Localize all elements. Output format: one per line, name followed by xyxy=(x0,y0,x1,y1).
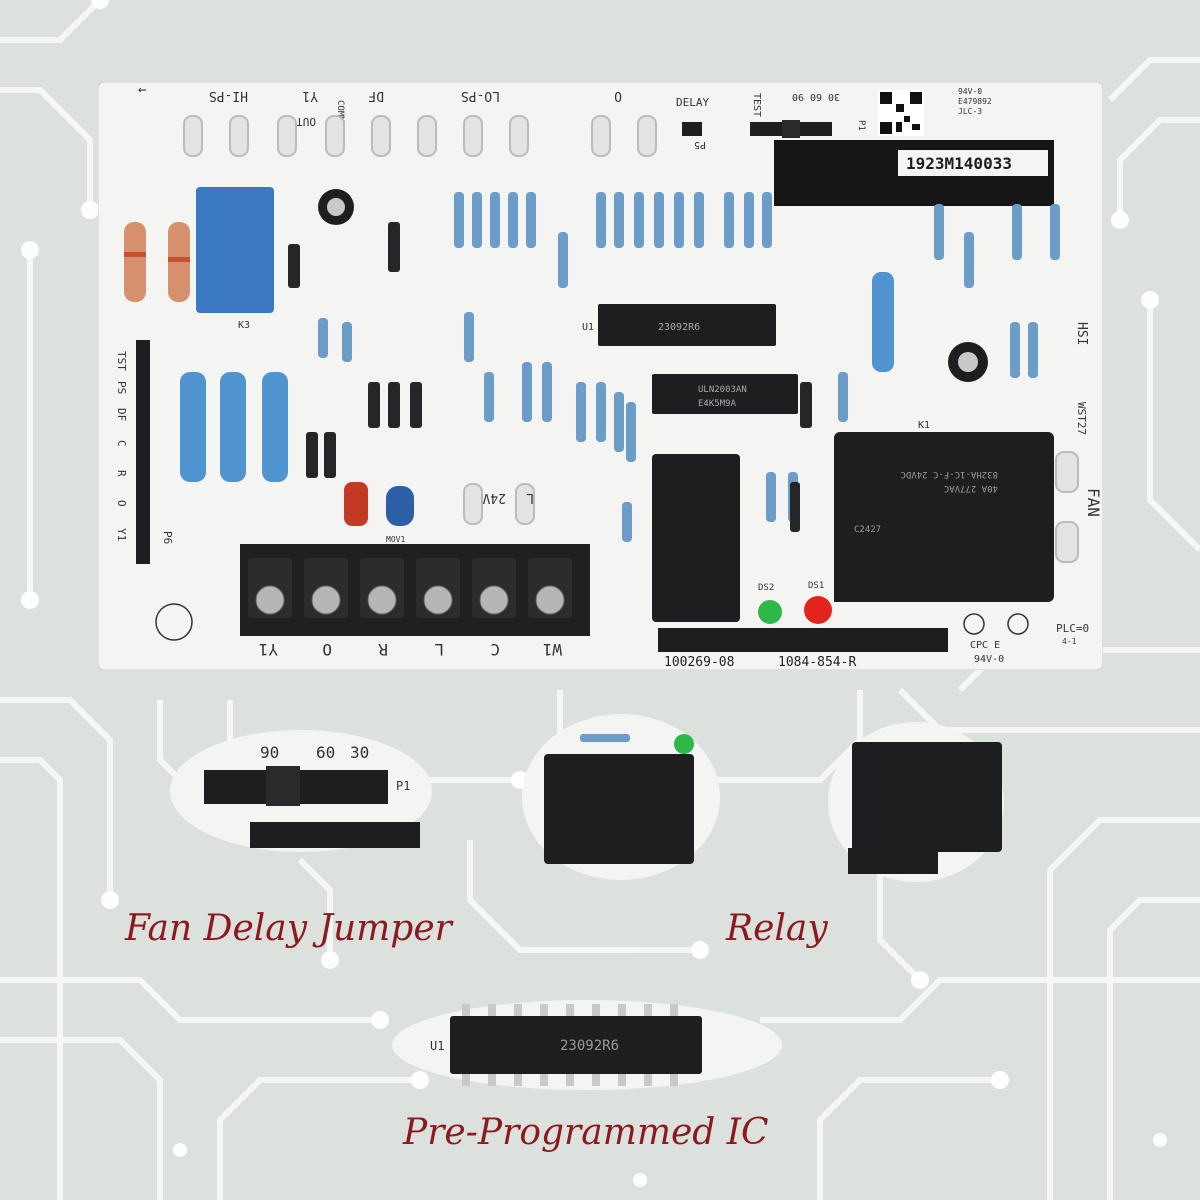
hsi-label: HSI xyxy=(1074,322,1089,345)
screw-label-l: L xyxy=(434,640,444,659)
zoom-relay-k1 xyxy=(828,722,1004,882)
side-pin-c: C xyxy=(115,440,128,447)
caption-fan-delay-jumper: Fan Delay Jumper xyxy=(125,908,452,949)
out-label: OUT xyxy=(296,115,316,128)
serial-number: 1923M140033 xyxy=(906,154,1012,173)
ic-u2-submarking: E4K5M9A xyxy=(698,399,737,409)
relay-k1-label: K1 xyxy=(918,420,930,431)
led-ds1 xyxy=(804,596,832,624)
mounting-holes xyxy=(155,603,1029,641)
jumper-label-60: 60 xyxy=(810,91,822,102)
led-ds2 xyxy=(758,600,782,624)
ic-u2: ULN2003AN E4K5M9A xyxy=(652,374,798,414)
side-pin-o: O xyxy=(115,500,128,507)
part-number: 100269-08 xyxy=(664,655,734,670)
p5-label: P5 xyxy=(694,139,706,150)
p1-label: P1 xyxy=(856,120,866,131)
screw-label-y1: Y1 xyxy=(259,640,278,659)
diodes xyxy=(288,222,812,532)
zoom-ic-u1: 23092R6 U1 xyxy=(392,1000,782,1090)
capacitor-film-red xyxy=(344,482,368,526)
side-pin-tst: TST xyxy=(115,351,128,371)
resistors-power xyxy=(124,222,288,482)
zoom-jumper-label-30: 30 xyxy=(350,743,369,762)
side-pin-r: R xyxy=(115,470,128,477)
cpc-sub: 94V-0 xyxy=(974,654,1004,665)
signal-resistors xyxy=(318,192,1060,542)
fan-label: FAN xyxy=(1084,488,1103,517)
led-label-ds1: DS1 xyxy=(808,581,824,591)
ic-u1: 23092R6 U1 xyxy=(582,304,776,346)
zoom-fan-delay-jumper: 90 60 30 P1 xyxy=(170,730,432,852)
ic-u1-marking: 23092R6 xyxy=(658,322,700,333)
terminal-label-df: DF xyxy=(368,88,384,103)
relay-k1-code: C2427 xyxy=(854,525,881,535)
jumper-label-test: TEST xyxy=(751,93,762,117)
delay-label: DELAY xyxy=(676,96,709,109)
plc-label: PLC=0 xyxy=(1056,622,1089,635)
board-code: 1084-854-R xyxy=(778,655,856,670)
side-pin-ps: PS xyxy=(115,381,128,394)
circuit-board: HI-PS Y1 DF LO-PS O DELAY TEST 90 60 30 … xyxy=(98,82,1103,670)
delay-jumper xyxy=(682,122,702,136)
relay-small xyxy=(652,454,740,622)
zoom-ic-label: U1 xyxy=(430,1039,444,1053)
zoom-jumper-label-90: 90 xyxy=(260,743,279,762)
qr-code xyxy=(878,90,924,136)
cpc-label: CPC E xyxy=(970,640,1000,651)
screw-terminal-block xyxy=(240,544,590,636)
caption-relay: Relay xyxy=(726,908,828,949)
varistor-mov1 xyxy=(386,486,414,526)
relay-k3 xyxy=(196,187,274,313)
relay-k1: 832HA-1C-F-C 24VDC 40A 277VAC C2427 K1 xyxy=(834,420,1054,602)
cert-line-3: JLC-3 xyxy=(958,107,982,116)
terminal-label-o: O xyxy=(614,88,622,103)
screw-label-o: O xyxy=(322,640,332,659)
screw-label-c: C xyxy=(490,640,500,659)
relay-k1-marking: 832HA-1C-F-C 24VDC xyxy=(900,469,998,479)
ic-u1-label: U1 xyxy=(582,322,594,333)
zoom-relay-small xyxy=(522,714,720,880)
caption-pre-programmed-ic: Pre-Programmed IC xyxy=(403,1112,769,1153)
terminal-label-lo-ps: LO-PS xyxy=(461,88,500,103)
ic-u2-marking: ULN2003AN xyxy=(698,385,747,395)
p6-label: P6 xyxy=(161,531,174,544)
arrow-mark: ← xyxy=(138,82,146,98)
side-pin-df: DF xyxy=(115,408,128,421)
jumper-label-90: 90 xyxy=(792,91,804,102)
label-l: L xyxy=(526,490,534,505)
screw-label-r: R xyxy=(378,640,388,659)
cert-line-2: E479892 xyxy=(958,97,992,106)
fan-delay-jumper-header xyxy=(750,120,832,138)
part-number-strip xyxy=(658,628,948,652)
side-pin-y1: Y1 xyxy=(115,528,128,541)
relay-k1-rating: 40A 277VAC xyxy=(944,483,998,493)
screw-label-w1: W1 xyxy=(543,640,562,659)
resistor-r1 xyxy=(872,272,894,372)
led-label-ds2: DS2 xyxy=(758,583,774,593)
mov-label: MOV1 xyxy=(386,535,405,544)
relay-k3-label: K3 xyxy=(238,320,250,331)
cert-line-1: 94V-0 xyxy=(958,87,982,96)
zoom-ic-marking: 23092R6 xyxy=(560,1038,619,1054)
zoom-jumper-label-60: 60 xyxy=(316,743,335,762)
terminal-label-y1: Y1 xyxy=(302,88,318,103)
terminal-label-hi-ps: HI-PS xyxy=(209,88,248,103)
jumper-label-30: 30 xyxy=(828,91,840,102)
spade-terminals xyxy=(183,115,1079,563)
header-p6 xyxy=(136,340,150,564)
label-24v: 24V xyxy=(482,490,506,505)
wst-label: WST27 xyxy=(1075,402,1088,435)
zoom-p1-label: P1 xyxy=(396,779,410,793)
plc-sub: 4-1 xyxy=(1062,637,1077,646)
